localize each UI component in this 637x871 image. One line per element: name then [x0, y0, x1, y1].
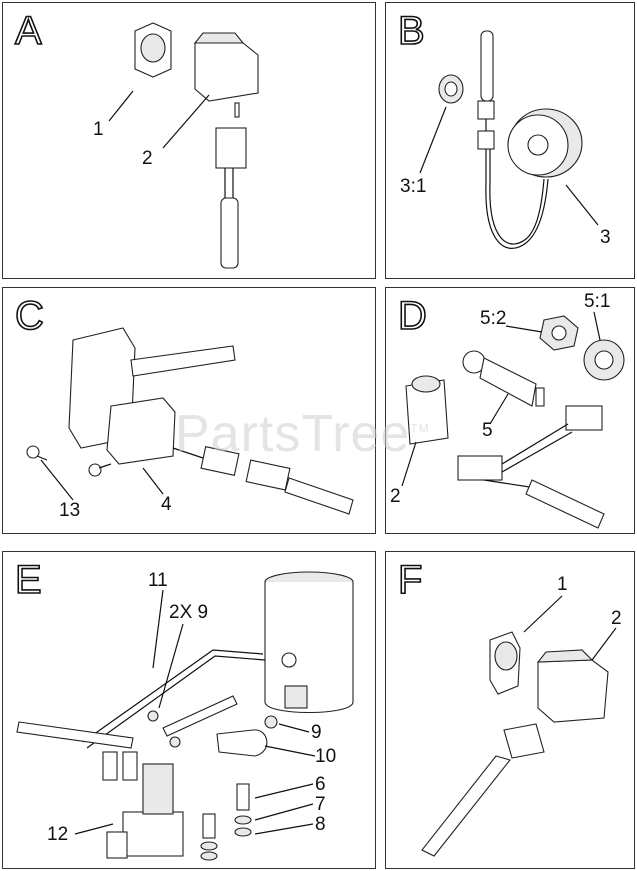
panel-a-drawing	[108, 22, 259, 269]
screw-part	[26, 445, 40, 459]
connector-part	[200, 446, 240, 476]
switch-housing-part	[537, 659, 609, 723]
panel-c-drawing	[26, 327, 354, 515]
probe-part	[421, 755, 511, 857]
connector-part	[565, 405, 603, 431]
callout-2x-9: 2X 9	[169, 602, 209, 623]
panel-e-letter: E	[14, 557, 42, 603]
callout-7: 7	[315, 794, 326, 815]
panel-e-drawing	[16, 571, 354, 861]
callout-2: 2	[611, 608, 622, 629]
panel-d-drawing	[401, 311, 625, 529]
callout-1: 1	[93, 119, 104, 140]
panel-a: A 1 2	[2, 2, 376, 279]
solenoid-part	[122, 811, 184, 857]
wire-loop	[485, 149, 549, 249]
callout-2: 2	[142, 148, 153, 169]
bolt-part	[236, 783, 250, 811]
callout-5-1: 5:1	[584, 291, 611, 312]
panel-b-letter: B	[397, 8, 425, 54]
callout-10: 10	[315, 746, 337, 767]
callout-9: 9	[311, 722, 322, 743]
boot-part	[216, 729, 268, 757]
connector-part	[503, 723, 545, 759]
cable-part	[220, 197, 239, 269]
callout-1: 1	[557, 574, 568, 595]
callout-2: 2	[390, 486, 401, 507]
callout-4: 4	[161, 494, 172, 515]
plunger-switch-part	[479, 357, 537, 407]
panel-a-letter: A	[14, 8, 42, 54]
cable-part	[525, 479, 605, 529]
panel-e: E 11 2X 9 9 10 6 7 8 12	[2, 551, 376, 869]
callout-11: 11	[148, 570, 168, 591]
panel-c-letter: C	[14, 293, 44, 339]
sensor-probe-part	[480, 30, 494, 102]
nut-part	[264, 715, 278, 729]
panel-b-drawing	[419, 30, 599, 249]
switch-housing-part	[194, 42, 259, 102]
callout-3: 3	[600, 227, 611, 248]
callout-5-2: 5:2	[480, 308, 507, 329]
cable-part	[284, 477, 354, 515]
cable-part	[16, 721, 134, 749]
panel-d-letter: D	[397, 293, 427, 339]
panel-d: D 5:2 5:1 5 2	[385, 287, 635, 534]
panel-f-drawing	[421, 595, 617, 857]
callout-5: 5	[482, 420, 493, 441]
callout-12: 12	[47, 824, 69, 845]
connector-part	[215, 127, 247, 169]
panel-f-letter: F	[397, 557, 423, 603]
lever-arm-part	[130, 345, 236, 377]
callout-6: 6	[315, 774, 326, 795]
callout-8: 8	[315, 814, 326, 835]
switch-body-part	[106, 397, 176, 465]
panel-c: C 13 4	[2, 287, 376, 534]
panel-b: B 3:1 3	[385, 2, 635, 279]
callout-3-1: 3:1	[400, 176, 427, 197]
panel-f: F 1 2	[385, 551, 635, 869]
callout-13: 13	[59, 500, 81, 521]
